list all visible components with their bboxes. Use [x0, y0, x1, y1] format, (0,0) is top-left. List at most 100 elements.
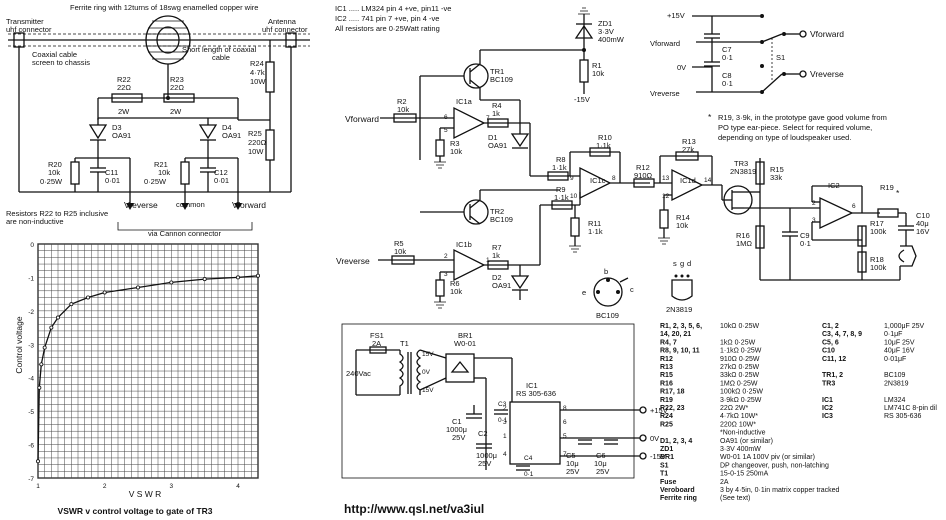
parts-ref: S1	[660, 462, 669, 469]
br1-label: BR1	[458, 331, 473, 340]
tr1-label: TR1	[490, 67, 504, 76]
c8-value: 0·1	[722, 79, 733, 88]
chart-point	[169, 280, 174, 285]
r13-label: R13	[682, 137, 696, 146]
n3819-label: 2N3819	[666, 305, 692, 314]
vreverse-input-label: Vreverse	[336, 256, 370, 266]
minus15-label: -15V	[574, 95, 590, 104]
c12-label: C12	[214, 168, 228, 177]
r24-watt: 10W	[250, 77, 266, 86]
parts-ref: R22, 23	[660, 405, 685, 412]
psu-pin-5: 5	[563, 433, 567, 440]
parts-value: 22Ω 2W*	[720, 405, 748, 412]
c5-rating: 25V	[566, 467, 579, 476]
r11-label: R11	[588, 219, 601, 228]
chart-grid	[37, 243, 259, 479]
chart-point	[235, 275, 240, 280]
d3-diode-icon	[88, 118, 108, 158]
chart-y-tick-label: -6	[28, 443, 34, 450]
parts-value: 27kΩ 0·25W	[720, 364, 759, 371]
r20-label: R20	[48, 160, 62, 169]
parts-ref: R24	[660, 413, 673, 420]
r9-label: R9	[556, 185, 566, 194]
r12-label: R12	[636, 163, 650, 172]
parts-ref: R12	[660, 356, 673, 363]
s1-label: S1	[776, 53, 785, 62]
resistors-note: Resistors R22 to R25 inclusive	[6, 209, 108, 218]
parts-value: 0·01μF	[884, 356, 906, 363]
psu-frame	[341, 323, 635, 479]
parts-ref: C11, 12	[822, 356, 846, 363]
parts-ref: BR1	[660, 454, 674, 461]
pin-14: 14	[704, 177, 712, 184]
parts-ref: ZD1	[660, 446, 673, 453]
br1-value: W0-01	[454, 339, 476, 348]
r19-note-2: PO type ear-piece. Select for required v…	[718, 123, 872, 132]
r17-label: R17	[870, 219, 884, 228]
tr1-value: BC109	[490, 75, 513, 84]
r16-resistor	[755, 225, 765, 249]
r7-value: 1k	[492, 251, 500, 260]
parts-value: 15-0-15 250mA	[720, 471, 769, 478]
sec-15v-top: 15V	[422, 351, 434, 358]
swr-bridge-section: Ferrite ring with 12turns of 18swg ename…	[6, 3, 310, 238]
r13-value: 27k	[682, 145, 694, 154]
c6-value: 10μ	[594, 459, 607, 468]
chart-point	[39, 362, 44, 367]
vforward-label: Vforward	[232, 200, 266, 210]
c4-label: C4	[524, 455, 533, 462]
chart-x-tick-label: 1	[36, 483, 40, 490]
r12-value: 910Ω	[634, 171, 653, 180]
parts-ref: R19	[660, 397, 673, 404]
parts-ref: R15	[660, 372, 673, 379]
c1-label: C1	[452, 417, 462, 426]
parts-ref: R8, 9, 10, 11	[660, 348, 700, 355]
parts-ref: R25	[660, 421, 673, 428]
psu-plus15-label: +15V	[650, 406, 668, 415]
c9-value: 0·1	[800, 239, 811, 248]
parts-value: BC109	[884, 372, 906, 379]
c11-value: 0·01	[105, 176, 120, 185]
chart-point	[135, 285, 140, 290]
ic1-note: IC1 ..... LM324 pin 4 +ve, pin11 -ve	[335, 4, 451, 13]
d1-value: OA91	[488, 141, 507, 150]
r17-resistor	[857, 225, 867, 247]
ic1a-opamp-icon	[453, 106, 486, 140]
c9-label: C9	[800, 231, 810, 240]
c10-value: 40μ	[916, 219, 929, 228]
ic2-opamp-icon	[819, 196, 854, 230]
parts-value: LM741C 8-pin dil	[884, 405, 937, 412]
parts-value: 40μF 16V	[884, 348, 915, 355]
zd1-label: ZD1	[598, 19, 612, 28]
parts-value: 10μF 25V	[884, 339, 915, 346]
r11-value: 1·1k	[588, 227, 603, 236]
r1-value: 10k	[592, 69, 604, 78]
zd1-zener-icon	[574, 23, 594, 39]
ic1d-opamp-icon	[671, 168, 704, 202]
r19-label: R19	[880, 183, 894, 192]
ic1b-opamp-icon	[453, 248, 486, 282]
r4-label: R4	[492, 101, 502, 110]
common-label: common	[176, 200, 205, 209]
c4-value: 0·1	[524, 471, 534, 478]
r22-resistor	[111, 93, 143, 103]
chart-point	[102, 290, 107, 295]
parts-ref: Veroboard	[660, 487, 695, 494]
parts-ref: C1, 2	[822, 323, 839, 330]
pin-2: 2	[444, 253, 448, 260]
r19-note-3: depending on type of loudspeaker used.	[718, 133, 851, 142]
pin-8: 8	[612, 175, 616, 182]
parts-ref: C5, 6	[822, 339, 839, 346]
pin-b: b	[604, 267, 608, 276]
psu-pin-6: 6	[563, 419, 567, 426]
r19-resistor	[877, 208, 899, 218]
d1-diode-icon	[510, 123, 530, 149]
chart-x-tick-label: 3	[170, 483, 174, 490]
r8-label: R8	[556, 155, 566, 164]
parts-ref: IC3	[822, 413, 833, 420]
n3819-pinout-icon	[671, 274, 693, 301]
parts-ref: R13	[660, 364, 673, 371]
pin-12: 12	[662, 193, 670, 200]
chart-y-tick-label: -1	[28, 275, 34, 282]
